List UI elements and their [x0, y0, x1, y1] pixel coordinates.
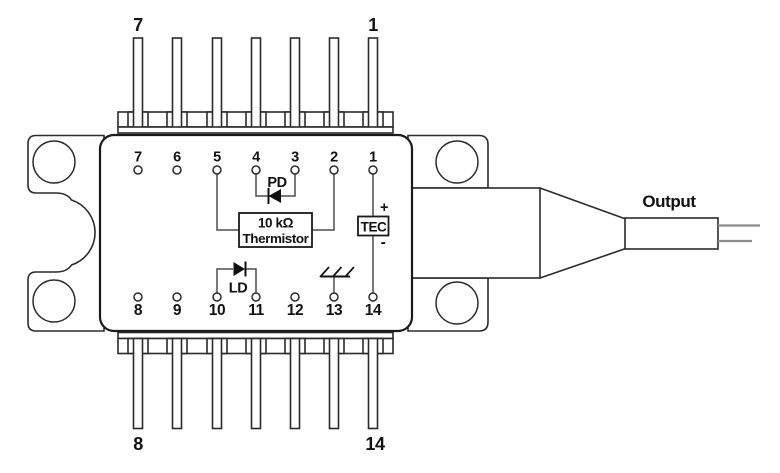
mounting-hole-top-left	[32, 140, 76, 184]
bottom-pin-header	[117, 331, 394, 430]
mounting-flanges	[27, 134, 489, 332]
top-pin-header	[117, 37, 394, 134]
tec-minus-label: -	[381, 234, 386, 251]
tec-box: TEC + -	[357, 200, 390, 251]
top-header-strip	[117, 126, 394, 134]
pin-lead-bottom-13	[328, 337, 340, 430]
snout-taper-bottom	[539, 248, 626, 279]
pin-pad-6	[172, 165, 182, 175]
wire-pin2-thermistor	[312, 174, 335, 231]
outer-pin-label-14: 14	[365, 434, 385, 454]
bottom-header-strip	[117, 331, 394, 340]
wire-pin11-ld	[245, 268, 257, 293]
ld-label: LD	[229, 281, 248, 297]
outer-pin-label-7: 7	[133, 15, 143, 35]
pin-number-2: 2	[330, 150, 338, 166]
tec-label: TEC	[361, 220, 387, 235]
pin-number-4: 4	[252, 150, 260, 166]
thermistor-value-label: 10 kΩ	[258, 216, 294, 231]
pin-number-3: 3	[291, 150, 299, 166]
wire-pin3-pd	[281, 174, 296, 197]
pin-number-5: 5	[213, 150, 221, 166]
ground-symbol	[319, 266, 355, 278]
pin-pad-5	[212, 165, 222, 175]
outer-pin-label-8: 8	[133, 434, 143, 454]
pin-lead-bottom-10	[211, 337, 223, 430]
pin-pad-4	[251, 165, 261, 175]
pin-lead-top-6	[171, 37, 183, 129]
pin-pad-8	[133, 292, 143, 302]
pin-pad-13	[329, 292, 339, 302]
fiber-output-snout	[411, 187, 760, 279]
laser-diode-symbol	[233, 261, 247, 277]
pin-lead-bottom-11	[250, 337, 262, 430]
pd-label: PD	[267, 175, 286, 191]
pin-lead-bottom-9	[171, 337, 183, 430]
pin-lead-top-1	[367, 37, 379, 129]
pin-number-8: 8	[134, 302, 143, 319]
output-label: Output	[642, 192, 696, 211]
snout-base	[411, 187, 541, 279]
pin-number-7: 7	[134, 150, 142, 166]
mounting-hole-top-right	[435, 140, 479, 184]
pin-lead-top-7	[132, 37, 144, 129]
pin-lead-top-4	[250, 37, 262, 129]
pin-pad-14	[368, 292, 378, 302]
pin-number-1: 1	[369, 150, 377, 166]
wire-pin5-thermistor	[216, 174, 239, 231]
tec-outline	[357, 215, 390, 237]
pin-number-13: 13	[326, 302, 343, 319]
pin-pad-10	[212, 292, 222, 302]
mounting-hole-bottom-left	[32, 279, 76, 323]
thermistor-box: 10 kΩ Thermistor	[238, 212, 313, 248]
pin-pad-7	[133, 165, 143, 175]
pin-lead-top-5	[211, 37, 223, 129]
photodiode-symbol	[267, 188, 281, 204]
internal-schematic: 10 kΩ Thermistor TEC + - PD LD 7 6 5	[133, 150, 390, 319]
pin-lead-bottom-8	[132, 337, 144, 430]
pd-triangle	[268, 189, 281, 203]
wire-pin4-pd	[255, 174, 268, 197]
fiber-ferrule	[624, 217, 719, 250]
pin-pad-12	[290, 292, 300, 302]
pin-pad-11	[251, 292, 261, 302]
outer-labels: 7 1 8 14 Output	[133, 15, 697, 454]
pin-pad-2	[329, 165, 339, 175]
pin-number-9: 9	[173, 302, 182, 319]
mounting-hole-bottom-right	[435, 281, 479, 325]
pin-number-6: 6	[173, 150, 181, 166]
tec-plus-label: +	[380, 200, 388, 216]
pin-lead-bottom-14	[367, 337, 379, 430]
pin-number-12: 12	[287, 302, 303, 319]
snout-taper-top	[539, 187, 626, 220]
pin-lead-top-2	[328, 37, 340, 129]
outer-pin-label-1: 1	[368, 15, 378, 35]
thermistor-outline	[238, 212, 313, 248]
pin-number-11: 11	[248, 302, 264, 319]
pin-lead-top-3	[289, 37, 301, 129]
pin-pad-3	[290, 165, 300, 175]
pin-lead-bottom-12	[289, 337, 301, 430]
wire-pin10-ld	[216, 268, 233, 293]
ground-hatches	[319, 266, 355, 278]
thermistor-name-label: Thermistor	[243, 231, 309, 246]
pin-number-10: 10	[209, 302, 225, 319]
pin-pad-9	[172, 292, 182, 302]
pin-pad-1	[368, 165, 378, 175]
ld-triangle	[233, 262, 245, 276]
pin-number-14: 14	[365, 302, 382, 319]
